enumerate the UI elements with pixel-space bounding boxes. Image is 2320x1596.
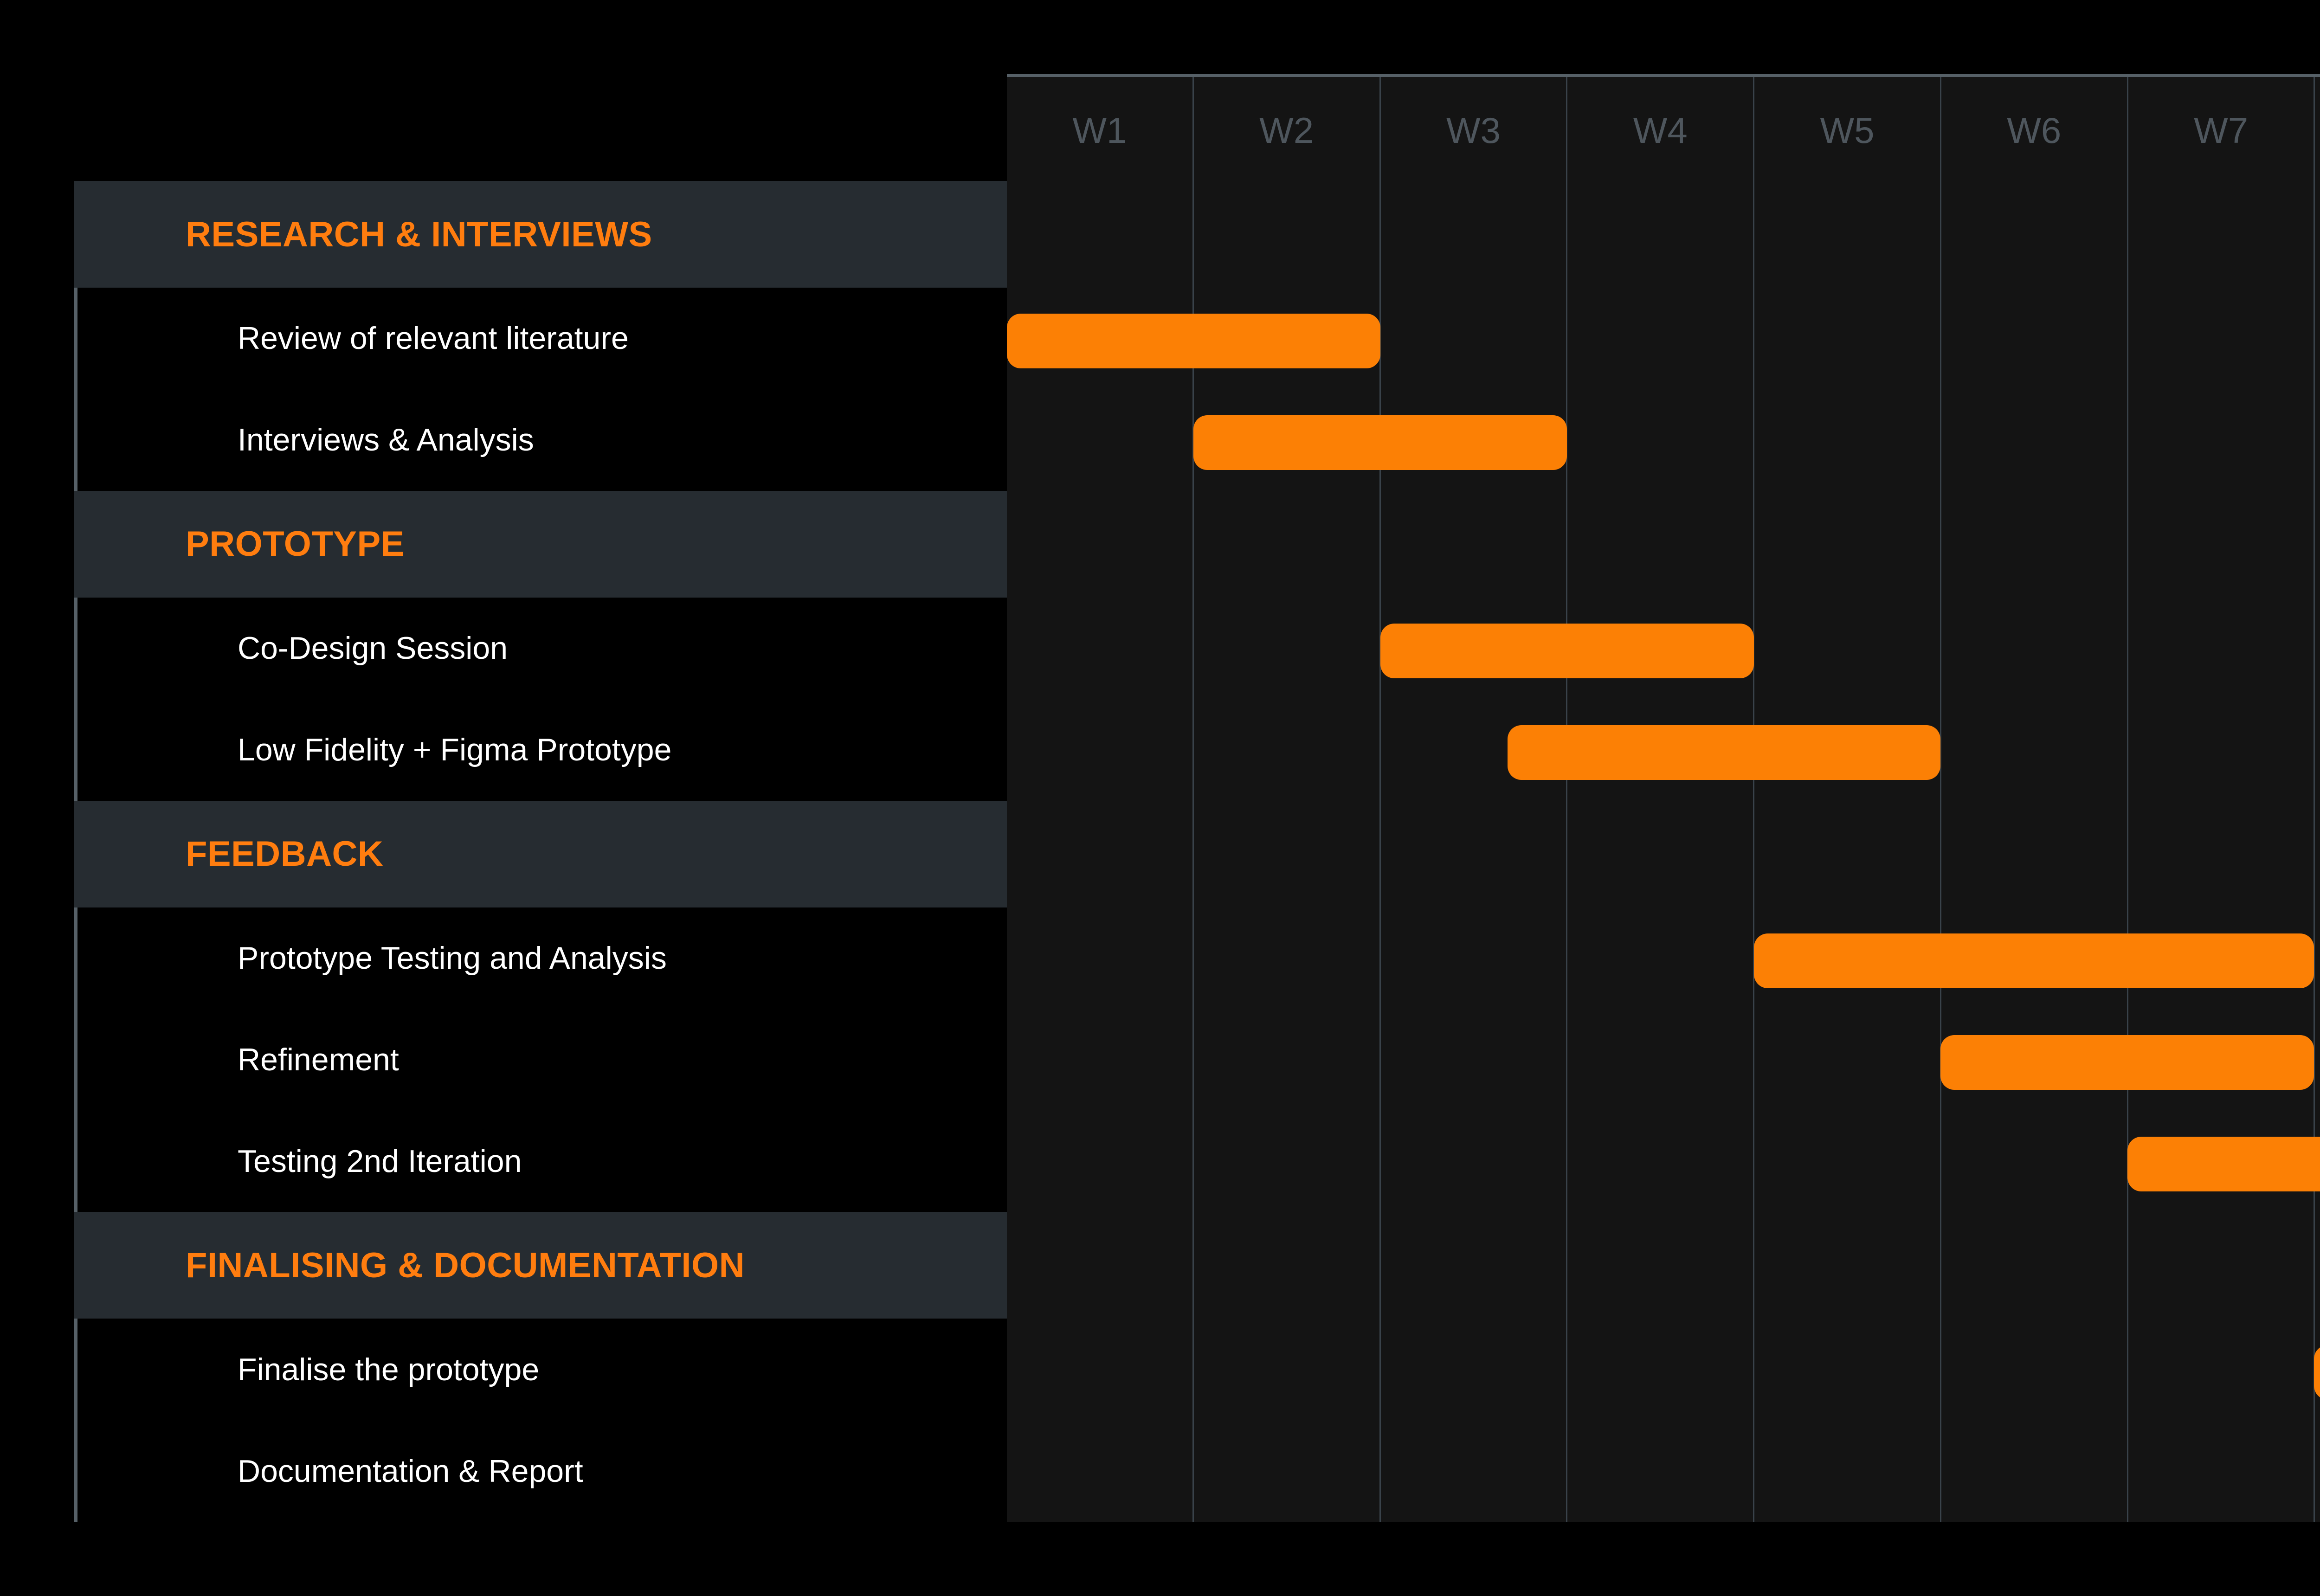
task-label-column: RESEARCH & INTERVIEWS Review of relevant … [74, 74, 1007, 1522]
section-title: PROTOTYPE [186, 524, 405, 564]
gantt-bar[interactable] [2127, 1136, 2320, 1191]
gantt-chart: RESEARCH & INTERVIEWS Review of relevant … [74, 74, 2320, 1522]
week-column-w3: W3 [1381, 77, 1568, 1522]
task-label: Interviews & Analysis [238, 422, 534, 458]
task-row[interactable]: Finalise the prototype [77, 1319, 1007, 1420]
week-header-label: W2 [1259, 109, 1314, 151]
section-title: RESEARCH & INTERVIEWS [186, 214, 652, 254]
gantt-bar[interactable] [1753, 933, 2314, 988]
week-header-label: W5 [1820, 109, 1875, 151]
timeline-area: W1W2W3W4W5W6W7W8W9 [1007, 74, 2320, 1522]
week-column-w7: W7 [2128, 77, 2315, 1522]
task-row[interactable]: Low Fidelity + Figma Prototype [77, 699, 1007, 801]
week-header-label: W1 [1072, 109, 1127, 151]
gantt-bar[interactable] [1193, 415, 1567, 470]
task-label: Co-Design Session [238, 631, 508, 666]
gantt-bar[interactable] [1507, 725, 1941, 780]
task-label: Prototype Testing and Analysis [238, 940, 667, 976]
task-row[interactable]: Testing 2nd Iteration [77, 1110, 1007, 1212]
task-label: Review of relevant literature [238, 321, 629, 356]
section-header[interactable]: FEEDBACK [74, 800, 1007, 907]
week-column-w4: W4 [1567, 77, 1755, 1522]
task-row[interactable]: Interviews & Analysis [77, 389, 1007, 491]
gantt-bar[interactable] [2314, 1345, 2320, 1400]
bar-layer [1007, 184, 2320, 1522]
task-label: Low Fidelity + Figma Prototype [238, 732, 672, 768]
task-label: Refinement [238, 1042, 399, 1077]
task-row[interactable]: Refinement [77, 1009, 1007, 1110]
week-header-label: W6 [2007, 109, 2062, 151]
section-header[interactable]: FINALISING & DOCUMENTATION [74, 1212, 1007, 1319]
task-row[interactable]: Review of relevant literature [77, 288, 1007, 389]
gantt-bar[interactable] [1940, 1035, 2314, 1090]
section-header[interactable]: RESEARCH & INTERVIEWS [74, 181, 1007, 288]
task-label: Finalise the prototype [238, 1351, 540, 1387]
task-row[interactable]: Prototype Testing and Analysis [77, 907, 1007, 1009]
task-label: Testing 2nd Iteration [238, 1143, 522, 1179]
task-label: Documentation & Report [238, 1453, 583, 1489]
week-column-w5: W5 [1754, 77, 1941, 1522]
gantt-bar[interactable] [1380, 624, 1754, 679]
section-title: FINALISING & DOCUMENTATION [186, 1245, 745, 1285]
week-header-label: W8 [2315, 77, 2320, 184]
week-column-w2: W2 [1194, 77, 1381, 1522]
week-header-label: W4 [1633, 109, 1688, 151]
label-column-header-spacer [74, 74, 1007, 181]
week-header-label: W3 [1446, 109, 1501, 151]
week-column-w1: W1 [1007, 77, 1194, 1522]
gantt-bar[interactable] [1007, 314, 1380, 369]
week-grid: W1W2W3W4W5W6W7W8W9 [1007, 77, 2320, 1522]
week-column-w6: W6 [1941, 77, 2128, 1522]
section-header[interactable]: PROTOTYPE [74, 490, 1007, 598]
week-header-label: W7 [2194, 109, 2249, 151]
section-title: FEEDBACK [186, 834, 384, 874]
task-row[interactable]: Documentation & Report [77, 1420, 1007, 1522]
task-row[interactable]: Co-Design Session [77, 598, 1007, 699]
